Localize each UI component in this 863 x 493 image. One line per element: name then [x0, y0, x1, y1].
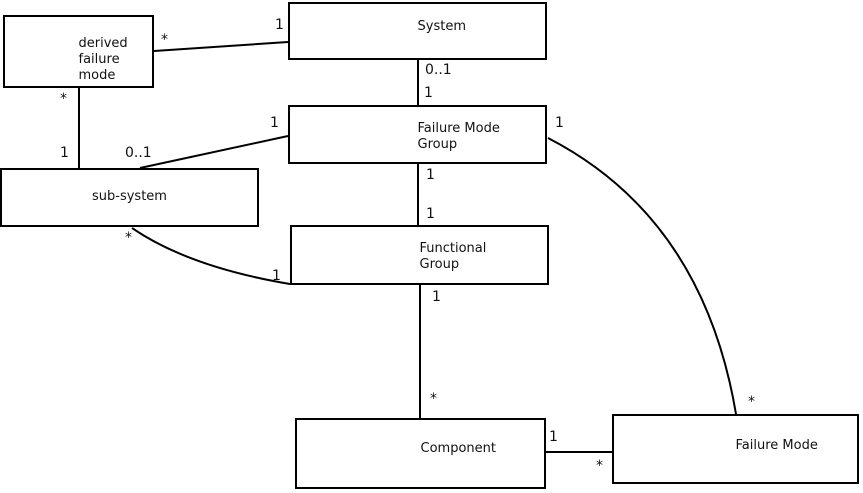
multiplicity-subsystem-fg-near-sub: * [125, 230, 132, 246]
box-functional-group-label: Functional Group [419, 241, 487, 272]
multiplicity-subsystem-fg-near-fg: 1 [272, 268, 281, 284]
multiplicity-dfm-system-near-dfm: * [161, 32, 168, 48]
box-failure-mode-group-label: Failure Mode Group [417, 121, 500, 152]
connector-sub-system-functional-group [131, 227, 291, 285]
multiplicity-fg-component-near-comp: * [430, 391, 437, 407]
multiplicity-fmg-fg-near-fmg: 1 [426, 167, 435, 183]
multiplicity-fmg-fg-near-fg: 1 [426, 206, 435, 222]
multiplicity-subsystem-fmg-near-sub: 0..1 [125, 145, 152, 161]
box-component-label: Component [420, 441, 496, 456]
connector-sub-system-failure-mode-group [139, 135, 289, 169]
multiplicity-fmg-fm-near-fmg: 1 [555, 115, 564, 131]
box-derived-failure-mode-label: derived failure mode [78, 36, 128, 83]
box-system-label: System [417, 19, 466, 34]
multiplicity-fmg-fm-near-fm: * [748, 394, 755, 410]
multiplicity-dfm-subsystem-near-sub: 1 [60, 145, 69, 161]
multiplicity-component-fm-near-comp: 1 [549, 429, 558, 445]
box-failure-mode-label: Failure Mode [735, 438, 818, 453]
multiplicity-subsystem-fmg-near-fmg: 1 [270, 115, 279, 131]
multiplicity-fg-component-near-fg: 1 [432, 289, 441, 305]
connector-failure-mode-group-failure-mode [547, 137, 737, 415]
box-derived-failure-mode: derived failure mode [3, 15, 154, 88]
multiplicity-system-fmg-near-system: 0..1 [425, 62, 452, 78]
box-component: Component [295, 418, 546, 489]
box-sub-system-label: sub-system [92, 189, 167, 204]
multiplicity-system-fmg-near-fmg: 1 [424, 85, 433, 101]
connector-derived-failure-mode-system [153, 41, 289, 52]
multiplicity-component-fm-near-fm: * [596, 458, 603, 474]
box-system: System [288, 2, 547, 60]
box-functional-group: Functional Group [290, 225, 549, 285]
multiplicity-dfm-subsystem-near-dfm: * [60, 91, 67, 107]
box-failure-mode: Failure Mode [612, 414, 859, 484]
box-sub-system: sub-system [0, 168, 259, 227]
multiplicity-dfm-system-near-system: 1 [275, 17, 284, 33]
box-failure-mode-group: Failure Mode Group [288, 105, 547, 164]
